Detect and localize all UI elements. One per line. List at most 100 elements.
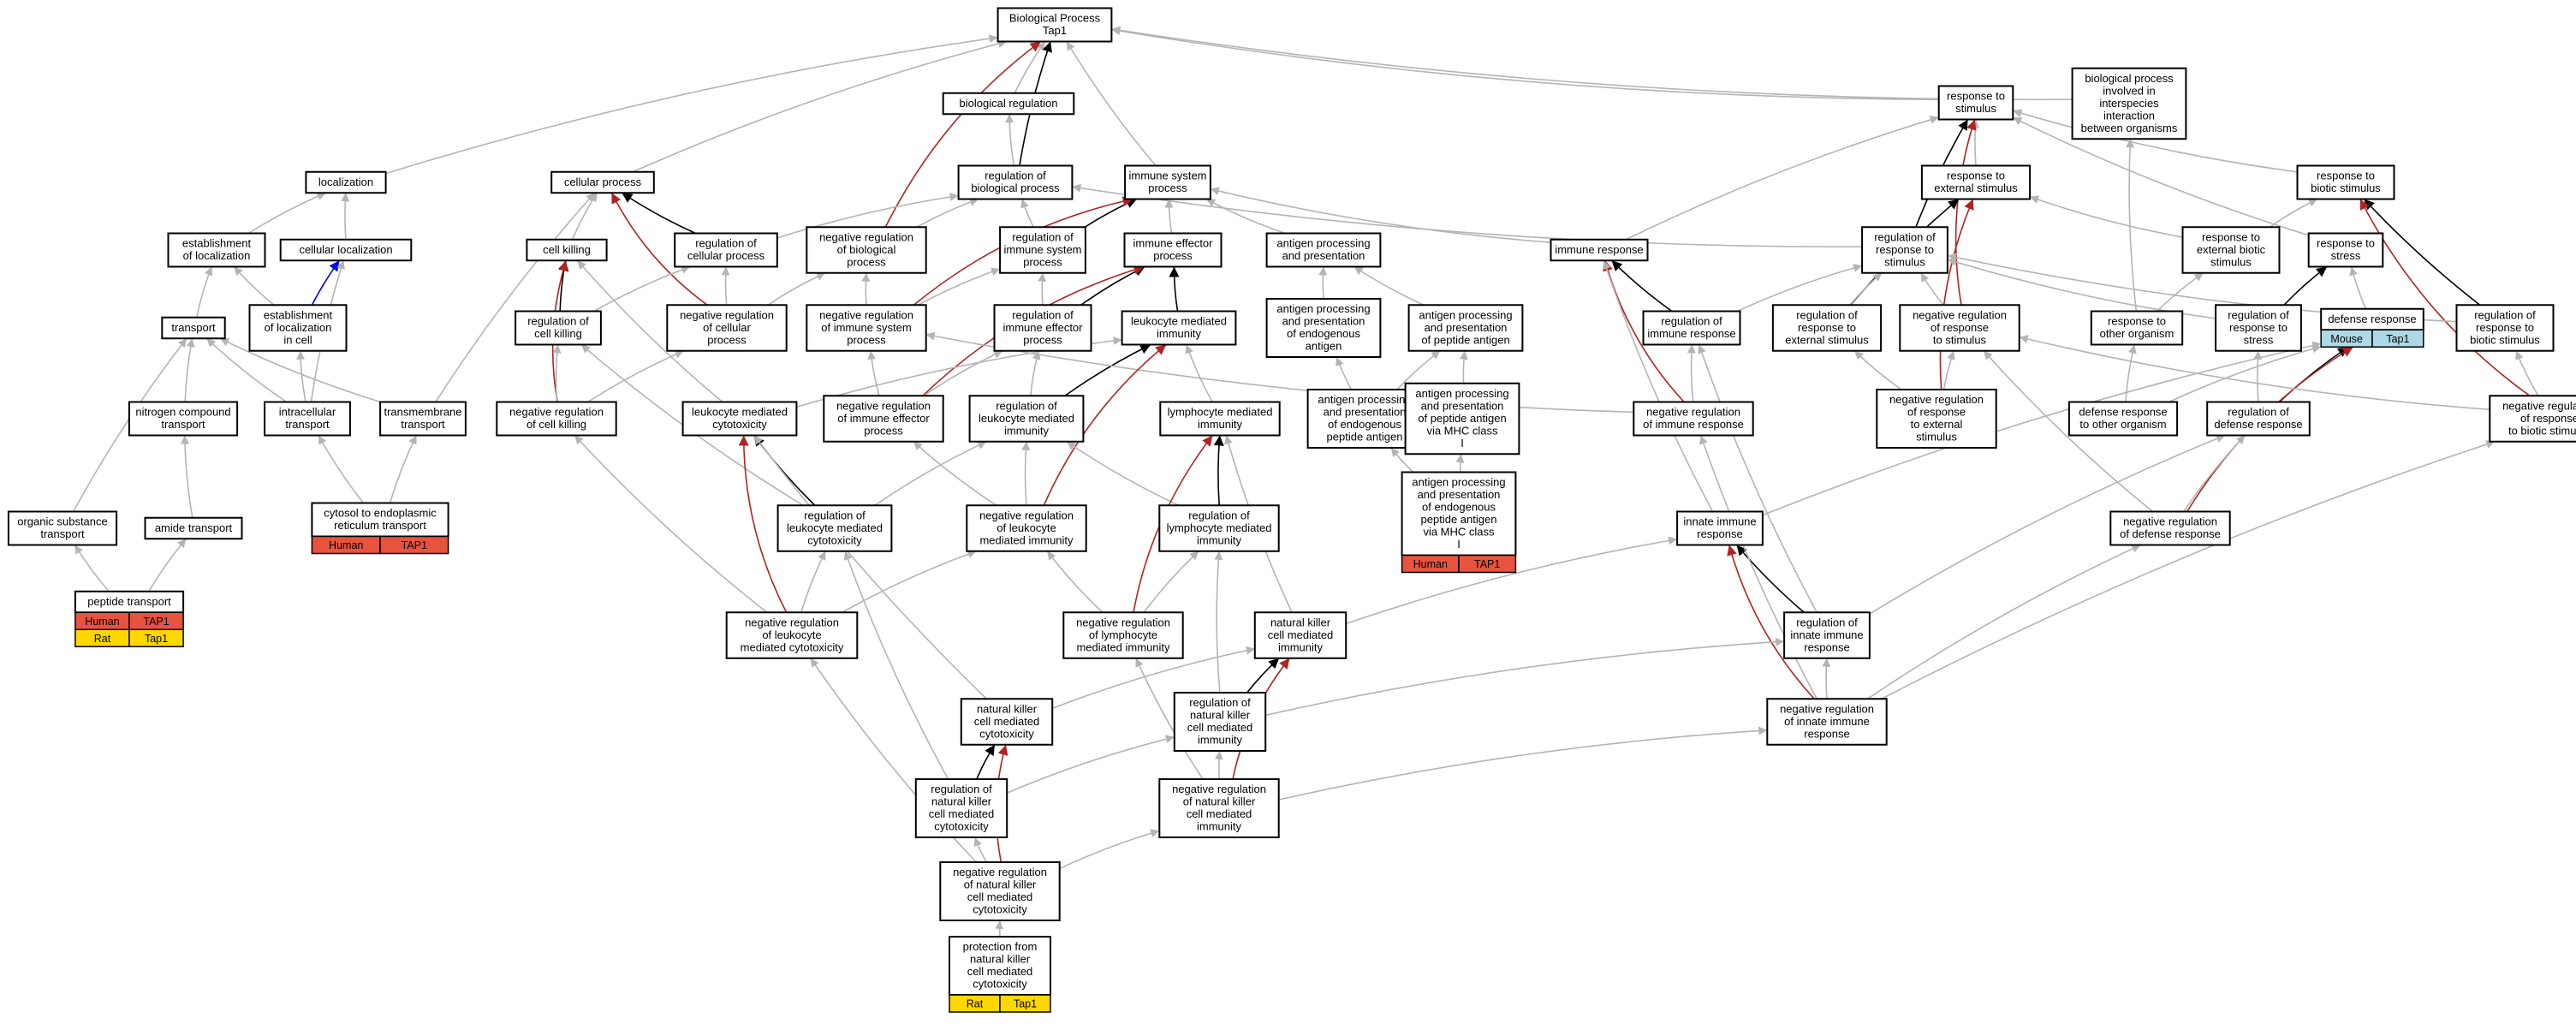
- go-term-localization[interactable]: localization: [305, 170, 387, 194]
- term-label-line: of natural killer: [964, 878, 1037, 891]
- is-a-edge: [1111, 26, 2073, 101]
- is-a-edge: [1006, 735, 1175, 794]
- is-a-edge: [1005, 114, 1015, 166]
- is-a-edge: [767, 272, 826, 306]
- go-term-immune-response[interactable]: immune response: [1550, 238, 1649, 262]
- term-label-line: negative regulation: [1646, 406, 1740, 419]
- is-a-edge: [1602, 259, 1714, 512]
- term-box: [999, 226, 1086, 274]
- go-term-biological-regulation[interactable]: biological regulation: [942, 92, 1075, 116]
- term-label-line: negative regulation: [819, 230, 913, 243]
- term-box: [2206, 401, 2311, 437]
- part-of-edge: [621, 192, 696, 235]
- go-term-cellular-localization[interactable]: cellular localization: [279, 238, 413, 262]
- is-a-edge: [2019, 335, 2490, 411]
- go-term-amide-transport[interactable]: amide transport: [144, 516, 243, 540]
- is-a-edge: [925, 331, 1634, 414]
- edge-layer: [73, 26, 2539, 938]
- term-label-line: response: [1804, 640, 1849, 653]
- is-a-edge: [1698, 344, 1817, 613]
- go-term-cell-killing[interactable]: cell killing: [526, 238, 608, 262]
- term-label-line: of endogenous: [1328, 418, 1402, 431]
- go-term-cellular-process[interactable]: cellular process: [550, 170, 655, 194]
- term-box: [966, 504, 1087, 552]
- is-a-edge: [1867, 544, 2141, 700]
- term-label-line: defense response: [2079, 406, 2167, 419]
- is-a-edge: [318, 435, 365, 503]
- term-label-line: natural killer: [1190, 709, 1251, 722]
- term-box: [526, 238, 608, 262]
- term-label-line: organic substance: [17, 515, 108, 528]
- go-term-transport[interactable]: transport: [161, 316, 226, 340]
- is-a-edge: [2029, 195, 2183, 238]
- term-label-line: of cellular: [703, 321, 751, 334]
